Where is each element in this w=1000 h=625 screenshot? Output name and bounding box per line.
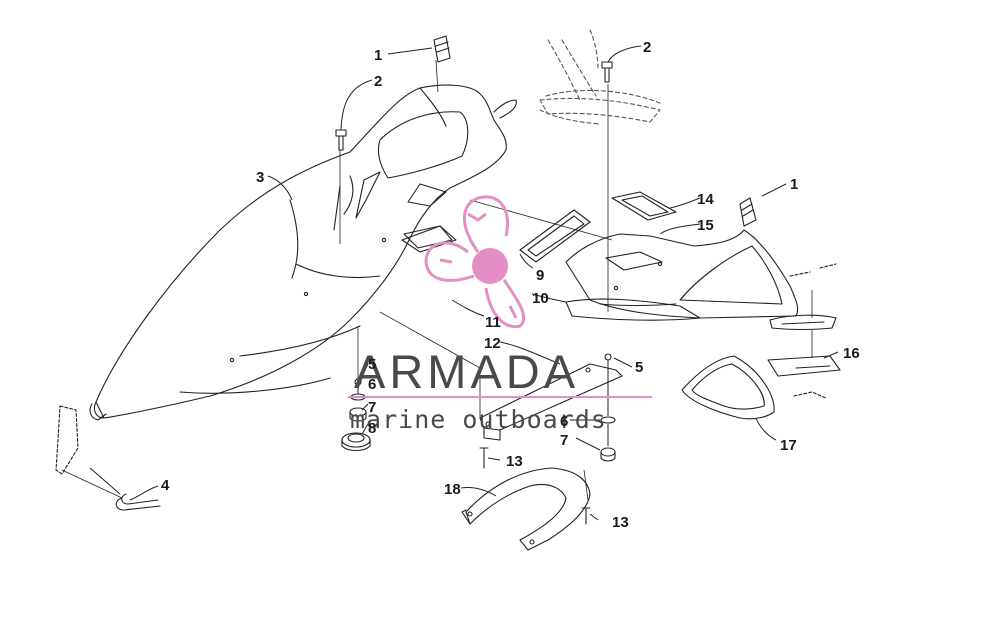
guard-part	[461, 467, 591, 551]
callout-8: 8	[368, 420, 376, 437]
callout-5-right: 5	[635, 359, 643, 376]
assembly-lines	[61, 59, 813, 501]
callout-1-right: 1	[790, 176, 798, 193]
callout-6-left: 6	[368, 376, 376, 393]
callout-7-right: 7	[560, 432, 568, 449]
propeller-blade-bottom	[484, 279, 526, 329]
callout-15: 15	[697, 217, 714, 234]
wear-strip-part	[767, 263, 841, 399]
callout-3: 3	[256, 169, 264, 186]
callout-11: 11	[485, 314, 501, 331]
leader-lines	[89, 45, 839, 521]
screw-right-part	[601, 61, 613, 83]
shield-plate-part	[401, 225, 457, 253]
callout-17: 17	[780, 437, 797, 454]
callout-2-left: 2	[374, 73, 382, 90]
watermark-subtitle: marine outboards	[350, 405, 607, 434]
grip-pad-right-part	[739, 197, 757, 227]
callout-12: 12	[484, 335, 501, 352]
watermark: ARMADA marine outboards	[348, 195, 652, 434]
watermark-title: ARMADA	[354, 345, 579, 398]
callout-4: 4	[161, 477, 170, 494]
callout-9: 9	[536, 267, 544, 284]
vent-ring-part	[519, 209, 591, 263]
callout-16: 16	[843, 345, 860, 362]
callout-13-right: 13	[612, 514, 629, 531]
callout-labels: 1 2 2 3 4 1 14 15 9 10 11 12 5 6 7 8 5 6…	[161, 39, 860, 531]
bracket-part	[479, 363, 623, 441]
rivet-left-part	[479, 447, 489, 469]
callout-6-right: 6	[560, 413, 568, 430]
hood-part	[89, 84, 517, 421]
callout-18: 18	[444, 481, 461, 498]
callout-5-left: 5	[368, 356, 376, 373]
propeller-hub	[472, 248, 508, 284]
clip-part	[55, 405, 161, 511]
seat-tray-part	[565, 229, 799, 319]
callout-2-right: 2	[643, 39, 651, 56]
propeller-blade-top	[463, 195, 509, 253]
callout-7-left: 7	[368, 399, 376, 416]
callout-1-left: 1	[374, 47, 382, 64]
callout-10: 10	[532, 290, 549, 307]
callout-14: 14	[697, 191, 714, 208]
insert-plate-part	[611, 191, 677, 221]
propeller-logo	[424, 195, 526, 329]
screw-left-part	[335, 129, 347, 151]
propeller-blade-left	[424, 241, 475, 282]
chassis-reference	[539, 29, 663, 125]
callout-13-left: 13	[506, 453, 523, 470]
trim-strip-part	[681, 355, 775, 420]
rivet-right-part	[581, 507, 591, 525]
grip-pad-left-part	[433, 35, 451, 63]
